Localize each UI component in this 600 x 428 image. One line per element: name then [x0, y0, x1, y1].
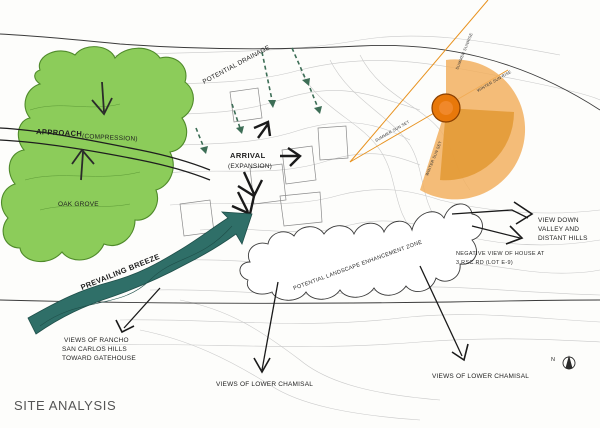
views-rancho-line2: SAN CARLOS HILLS — [62, 346, 127, 353]
views-lower-chamisal-left: VIEWS OF LOWER CHAMISAL — [216, 381, 313, 388]
views-lower-chamisal-right: VIEWS OF LOWER CHAMISAL — [432, 373, 529, 380]
negative-view-line1: NEGATIVE VIEW OF HOUSE AT — [456, 251, 545, 257]
landscape-enhancement-zone — [239, 203, 483, 301]
view-arrowheads — [115, 201, 534, 374]
view-rancho-arrow — [123, 287, 161, 329]
view-valley-line3: DISTANT HILLS — [538, 235, 588, 242]
oak-grove-label: OAK GROVE — [58, 201, 99, 208]
page-title: SITE ANALYSIS — [14, 398, 116, 413]
north-label: N — [551, 357, 555, 363]
potential-drainage-label: POTENTIAL DRAINAGE — [202, 44, 272, 86]
view-chamisal-left-arrow — [261, 281, 279, 371]
view-chamisal-right-arrow — [419, 265, 463, 357]
drainage-arrowheads — [200, 78, 322, 154]
view-valley-arrow — [451, 209, 529, 219]
sun-path-diagram — [349, 0, 526, 200]
negative-view-line2: 3 RSC RD (LOT E-9) — [456, 260, 513, 266]
compression-label: (COMPRESSION) — [82, 133, 138, 143]
summer-sunset-label: SUMMER SUN SET — [374, 119, 411, 143]
view-valley-line1: VIEW DOWN — [538, 217, 579, 224]
summer-sunrise-line — [349, 0, 489, 163]
approach-arrows — [71, 81, 113, 181]
sun-arc-inner — [440, 108, 515, 181]
approach-path — [0, 127, 211, 181]
north-arrow — [562, 355, 576, 370]
oak-grove-canopy — [0, 46, 194, 263]
negative-view-arrow — [471, 225, 521, 239]
views-rancho-line1: VIEWS OF RANCHO — [64, 337, 129, 344]
oak-grove — [0, 46, 194, 263]
arrival-label: ARRIVAL — [230, 151, 266, 160]
view-arrows — [123, 209, 529, 371]
drainage-arrows — [195, 47, 319, 149]
expansion-label: (EXPANSION) — [228, 163, 272, 170]
views-rancho-line3: TOWARD GATEHOUSE — [62, 355, 136, 362]
view-valley-line2: VALLEY AND — [538, 226, 579, 233]
approach-label: APPROACH — [36, 127, 83, 138]
prevailing-breeze-arrow — [27, 211, 253, 335]
